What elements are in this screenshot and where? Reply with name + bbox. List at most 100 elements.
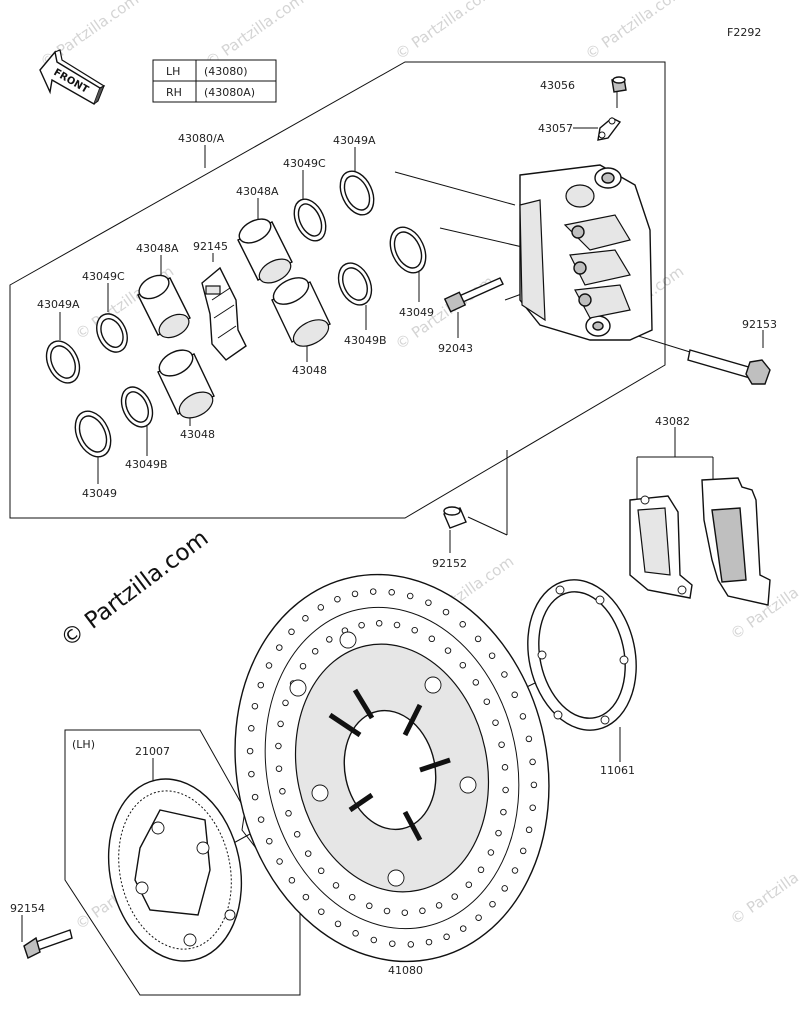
disc-drill-hole [332, 882, 340, 889]
label-43056: 43056 [540, 79, 575, 92]
label-92154: 92154 [10, 902, 45, 915]
label-43049-low: 43049 [82, 487, 117, 500]
shim-11061 [527, 579, 637, 731]
piston-43048-mid [271, 277, 331, 347]
disc-drill-hole [472, 679, 480, 686]
disc-drill-hole [459, 661, 467, 669]
disc-drill-hole [288, 628, 295, 636]
seal-43049A-top [339, 170, 375, 216]
disc-drill-hole [276, 858, 283, 865]
disc-drill-hole [375, 620, 383, 627]
disc-drill-hole [383, 907, 391, 915]
disc-drill-hole [275, 765, 283, 772]
label-43049C-left: 43049C [82, 270, 125, 283]
seal-43049-mid [389, 226, 427, 274]
disc-drill-hole [317, 604, 325, 611]
watermark-12: © Partzilla.com [727, 847, 800, 928]
disc-drill-hole [257, 816, 265, 823]
disc-drill-hole [293, 831, 301, 838]
disc-drill-hole [459, 621, 466, 628]
disc-drill-hole [406, 592, 414, 600]
disc-drill-hole [435, 902, 443, 909]
front-arrow: FRONT [39, 49, 106, 106]
disc-drill-hole [317, 867, 325, 875]
disc-drill-hole [393, 621, 401, 629]
label-43049A-left: 43049A [37, 298, 80, 311]
disc-drill-hole [519, 847, 527, 855]
label-92043: 92043 [438, 342, 473, 355]
disc-drill-hole [511, 691, 518, 699]
disc-drill-hole [425, 599, 432, 606]
label-21007: 21007 [135, 745, 170, 758]
disc-drill-hole [275, 742, 282, 750]
disc-drill-hole [370, 936, 378, 944]
label-43048-low: 43048 [180, 428, 215, 441]
label-43048-mid: 43048 [292, 364, 327, 377]
label-43049B-mid: 43049B [344, 334, 387, 347]
disc-drill-hole [483, 698, 491, 705]
disc-drill-hole [465, 881, 473, 888]
label-92145: 92145 [193, 240, 228, 253]
disc-drill-hole [501, 885, 508, 892]
disc-drill-hole [501, 764, 509, 771]
disc-drill-hole [279, 788, 286, 795]
disc-drill-hole [501, 671, 508, 678]
label-43048A-top: 43048A [236, 185, 279, 198]
brake-pads-43082 [629, 477, 771, 606]
label-11061: 11061 [600, 764, 635, 777]
disc-drill-hole [488, 652, 496, 659]
watermark-3: © Partzilla.com [392, 0, 497, 63]
disc-drill-hole [525, 735, 533, 743]
disc-drill-hole [358, 621, 365, 629]
piston-43048-low [157, 349, 215, 419]
disc-drill-hole [265, 662, 273, 669]
disc-drill-hole [277, 720, 284, 728]
caliper-body [519, 164, 653, 341]
part-labels: 43080/A 43056 43057 43049A 43049C 43048A… [10, 79, 777, 977]
label-43082: 43082 [655, 415, 690, 428]
disc-drill-hole [495, 829, 502, 837]
label-43080A: 43080/A [178, 132, 225, 145]
disc-drill-hole [529, 758, 536, 766]
disc-drill-hole [451, 893, 458, 900]
disc-drill-hole [419, 907, 426, 915]
disc-drill-hole [369, 588, 377, 595]
disc-drill-hole [425, 938, 433, 946]
disc-drill-hole [348, 893, 356, 901]
abs-rotor-21007 [107, 778, 243, 962]
disc-drill-hole [288, 877, 296, 884]
disc-drill-hole [251, 793, 259, 801]
disc-drill-hole [276, 644, 283, 651]
disc-drill-hole [428, 635, 436, 643]
disc-drill-hole [388, 589, 395, 596]
disc-drill-hole [304, 850, 312, 857]
disc-drill-hole [299, 662, 307, 670]
disc-drill-hole [282, 699, 289, 707]
seal-43049C-top [293, 198, 327, 242]
caliper-kit-frame [9, 61, 666, 519]
disc-drill-hole [407, 941, 415, 948]
label-43049C-top: 43049C [283, 157, 326, 170]
disc-drill-hole [502, 786, 509, 794]
disc-drill-hole [487, 849, 495, 856]
disc-drill-hole [246, 747, 254, 755]
label-43049A-top: 43049A [333, 134, 376, 147]
piston-43048A-top [237, 218, 293, 284]
bleeder-cap-43056 [611, 76, 627, 93]
label-43048A-left: 43048A [136, 242, 179, 255]
disc-drill-hole [475, 914, 482, 921]
seal-43049A-left [45, 340, 81, 384]
disc-drill-hole [530, 781, 538, 789]
assembly-legend: LH (43080) RH (43080A) [152, 59, 277, 103]
disc-drill-hole [326, 636, 333, 643]
watermark-4: © Partzilla.com [582, 0, 687, 63]
legend-part-rh: (43080A) [204, 86, 255, 99]
label-41080: 41080 [388, 964, 423, 977]
disc-drill-hole [492, 719, 499, 726]
disc-drill-hole [489, 900, 496, 908]
pad-spring-92145 [201, 266, 247, 361]
label-92153: 92153 [742, 318, 777, 331]
watermark-main: © Partzilla.com [56, 525, 213, 653]
brake-disc-41080 [234, 573, 550, 963]
disc-drill-hole [477, 866, 485, 874]
